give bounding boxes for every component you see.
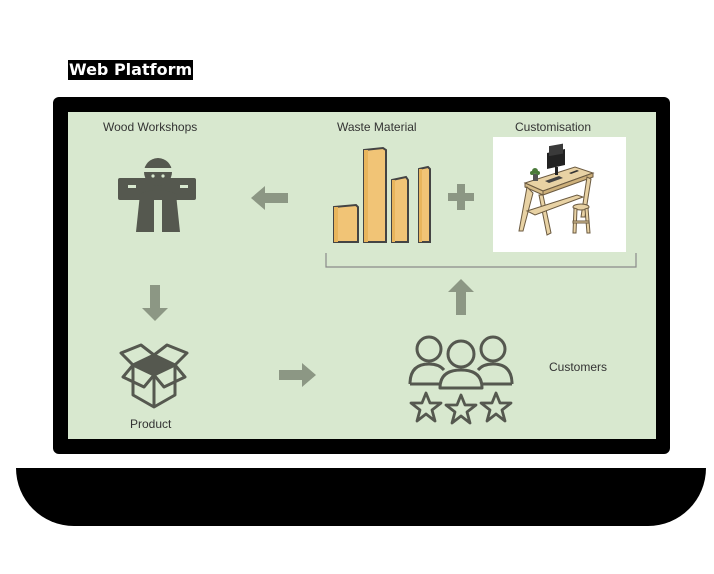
arrow-down-icon [142, 285, 168, 321]
worker-icon [118, 156, 196, 232]
arrow-left-icon [251, 186, 288, 210]
laptop-base [16, 468, 706, 526]
bar-chart-icon [333, 146, 431, 243]
plus-icon [448, 184, 474, 210]
box-icon [119, 343, 189, 409]
rating-stars-icon [409, 391, 513, 425]
desk-image [493, 137, 626, 252]
group-bracket [325, 253, 637, 268]
customisation-label: Customisation [515, 120, 592, 134]
product-label: Product [130, 417, 172, 431]
wood-workshops-label: Wood Workshops [103, 120, 198, 134]
arrow-up-icon [448, 279, 474, 315]
customers-icon [408, 335, 514, 390]
customers-label: Customers [549, 360, 608, 374]
arrow-right-icon [279, 363, 316, 387]
waste-material-label: Waste Material [337, 120, 417, 134]
platform-title: Web Platform [68, 60, 194, 80]
